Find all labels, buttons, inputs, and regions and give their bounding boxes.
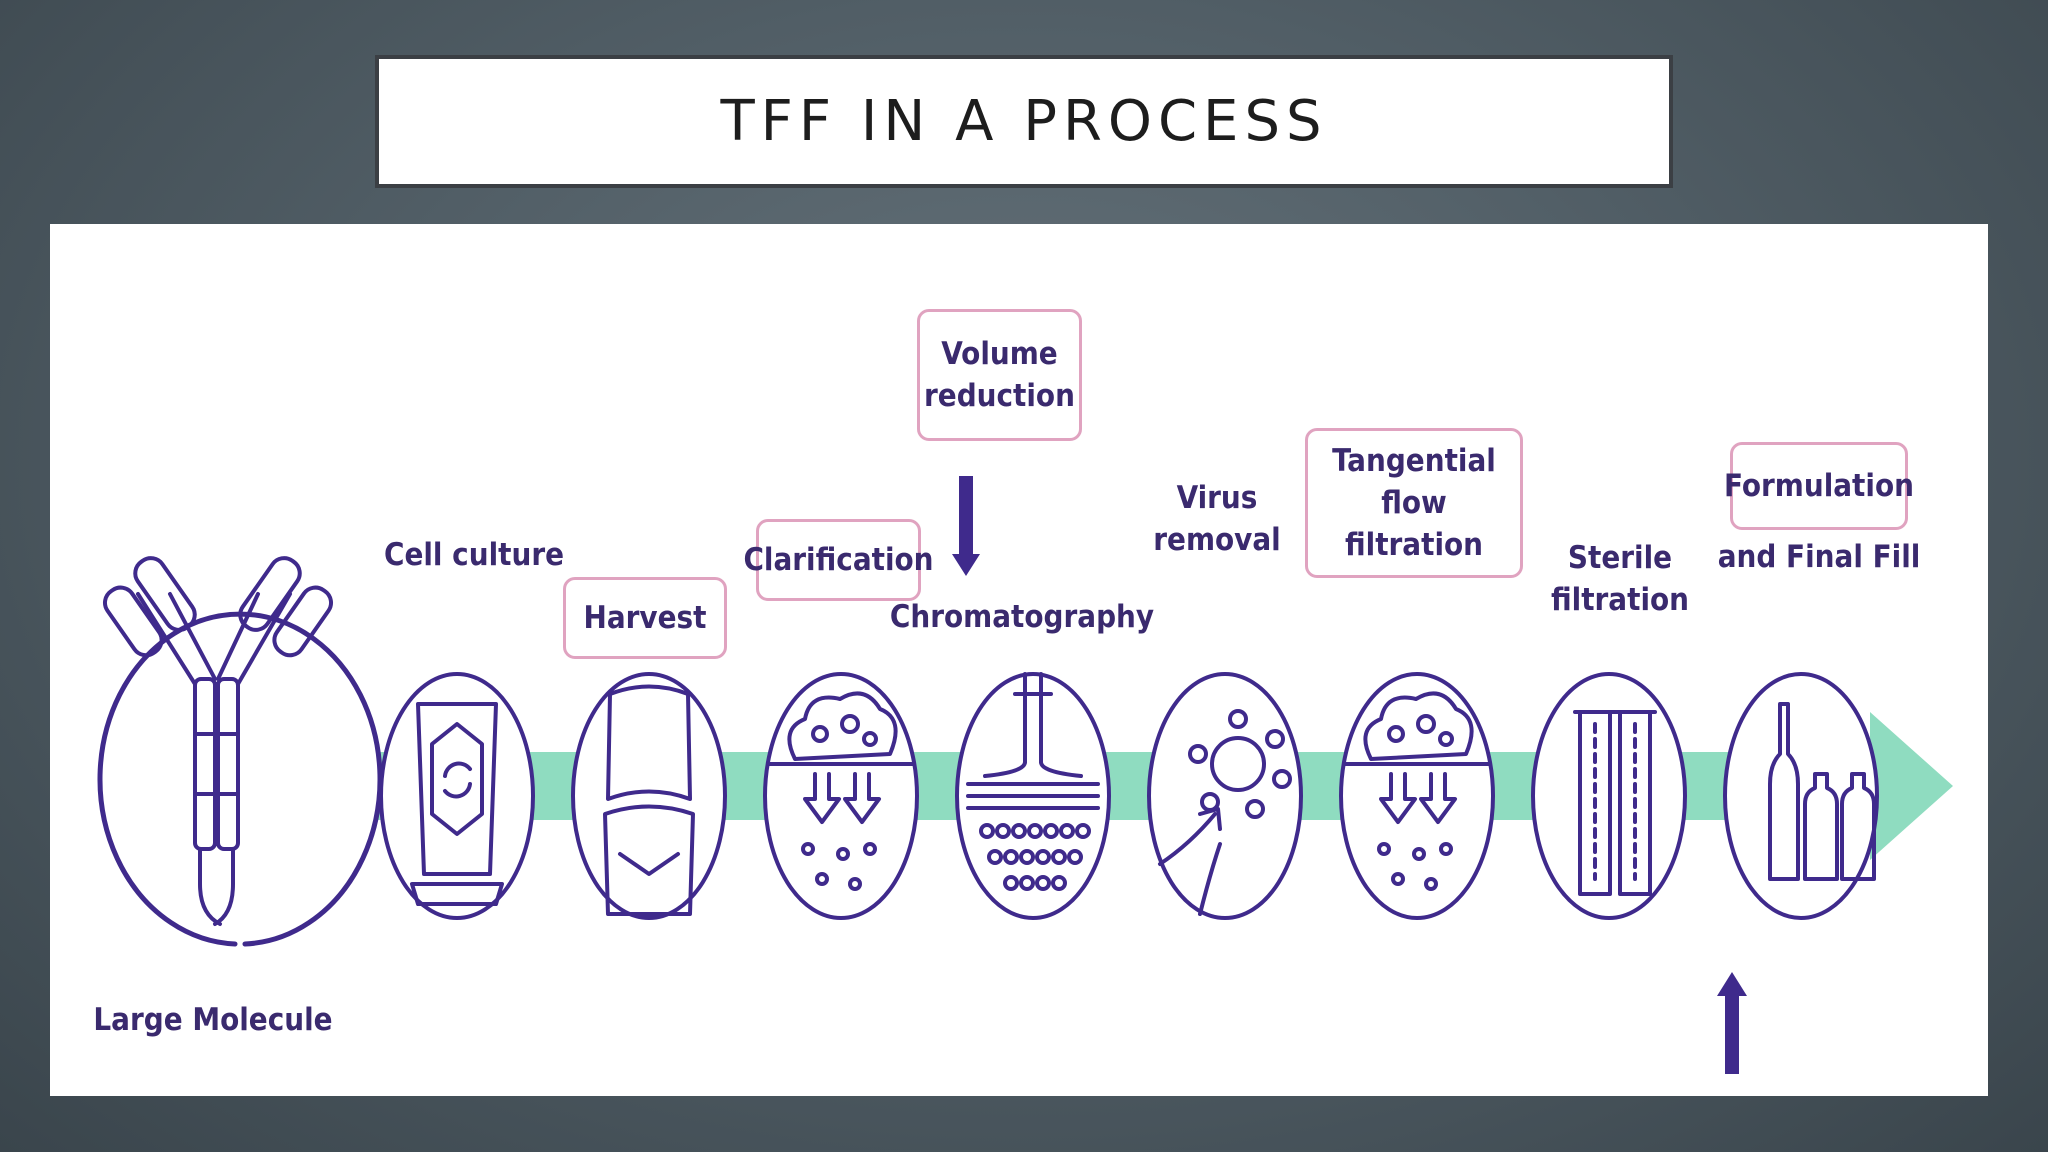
down-arrow-icon (952, 476, 980, 576)
page-title: TFF IN A PROCESS (720, 89, 1328, 154)
sterile-filtration-icon (1531, 672, 1687, 920)
step-label-chromatography: Chromatography (889, 599, 1155, 635)
virus-removal-icon (1147, 672, 1303, 920)
resin-beads (979, 823, 1091, 891)
step-label-tff: Tangential flow filtration (1305, 428, 1523, 578)
antibody-icon (97, 556, 383, 947)
step-label-virus-removal: Virus removal (1153, 480, 1281, 558)
process-diagram (97, 476, 1953, 1074)
harvest-icon (571, 672, 727, 920)
step-label-formulation: Formulation (1724, 442, 1914, 530)
cell-culture-icon (379, 672, 535, 920)
diagram-panel: Large Molecule Cell culture Harvest Clar… (50, 224, 1988, 1096)
callout-volume-reduction: Volume reduction (917, 309, 1082, 441)
step-label-cell-culture: Cell culture (383, 537, 565, 573)
title-box: TFF IN A PROCESS (375, 55, 1673, 188)
step-label-clarification: Clarification (743, 519, 934, 601)
large-molecule-label: Large Molecule (93, 1002, 333, 1038)
step-label-harvest: Harvest (563, 577, 727, 659)
final-fill-icon (1723, 672, 1879, 920)
step-label-final-fill: and Final Fill (1717, 539, 1921, 575)
clarification-icon (763, 672, 919, 920)
up-arrow-icon (1717, 972, 1747, 1074)
step-label-sterile-filtration: Sterile filtration (1550, 540, 1690, 618)
tff-icon (1339, 672, 1495, 920)
flow-arrow (340, 712, 1953, 860)
chromatography-icon (955, 672, 1111, 920)
